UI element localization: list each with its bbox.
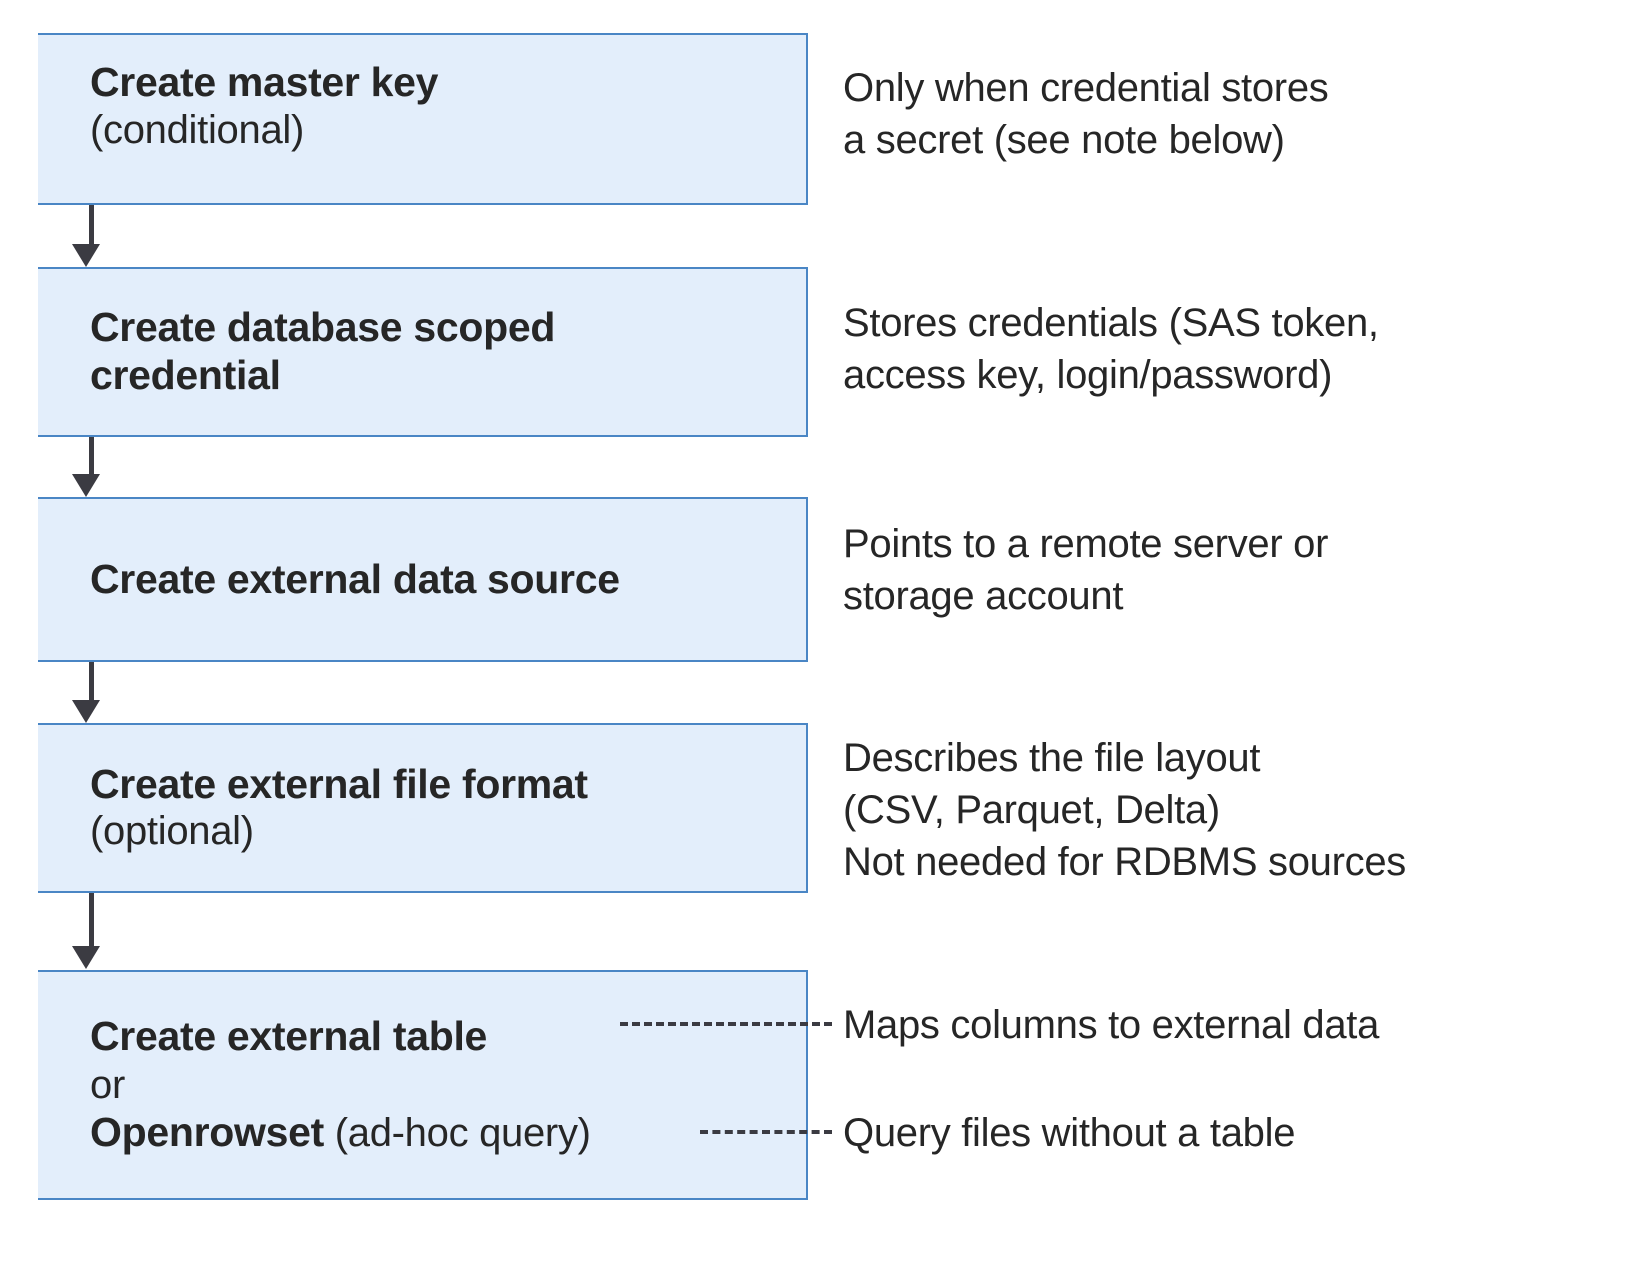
arrow-step2-to-step3 [72,437,100,497]
note-create-external-table: Maps columns to external data [843,1003,1380,1047]
note-openrowset: Query files without a table [843,1111,1296,1155]
step-title: Create database scoped credential [90,304,556,398]
step-title: Create external data source [90,555,620,602]
step-alt-suffix: (ad-hoc query) [323,1111,591,1155]
step-subtitle: (optional) [90,809,254,854]
dashed-connector-external-table [620,1022,832,1026]
step-title: Create external file format [90,760,588,807]
note-create-external-file-format: Describes the file layout (CSV, Parquet,… [843,736,1406,884]
step-box-create-master-key[interactable]: Create master key (conditional) [38,33,808,205]
step-alt-title: Openrowset [90,1109,324,1155]
arrow-step4-to-step5 [72,893,100,970]
note-create-database-scoped-credential: Stores credentials (SAS token, access ke… [843,301,1379,397]
arrow-step3-to-step4 [72,662,100,723]
step-box-create-external-table-or-openrowset[interactable]: Create external table or Openrowset (ad-… [38,970,808,1200]
step-box-create-external-data-source[interactable]: Create external data source [38,497,808,662]
step-box-create-database-scoped-credential[interactable]: Create database scoped credential [38,267,808,437]
note-create-master-key: Only when credential stores a secret (se… [843,66,1329,162]
dashed-connector-openrowset [700,1130,832,1134]
arrow-step1-to-step2 [72,205,100,267]
step-title: Create master key [90,59,439,105]
step-subtitle: (conditional) [90,107,304,152]
step-alt-title-row: Openrowset (ad-hoc query) [90,1109,794,1157]
note-create-external-data-source: Points to a remote server or storage acc… [843,522,1329,618]
step5-rows: Create external table or Openrowset (ad-… [90,972,794,1198]
step-or-label: or [90,1063,125,1107]
step-title: Create external table [90,1013,488,1060]
step-box-create-external-file-format[interactable]: Create external file format (optional) [38,723,808,893]
